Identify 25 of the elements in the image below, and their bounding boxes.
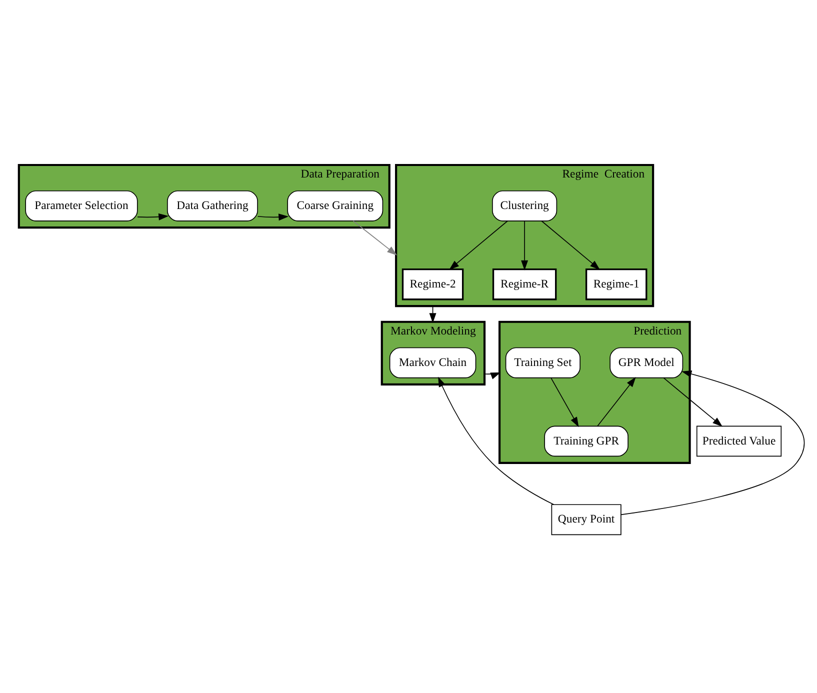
node-box: GPR Model: [610, 347, 684, 378]
arrow: [449, 220, 508, 270]
arrow: [521, 220, 528, 270]
node-box: Clustering: [492, 190, 558, 222]
arrow: [352, 220, 398, 256]
node-box: Regime-1: [585, 268, 648, 300]
arrow: [597, 377, 636, 426]
node-box: Regime-R: [492, 268, 557, 300]
arrow: [484, 372, 501, 380]
node-box: Predicted Value: [696, 426, 782, 457]
arrow: [137, 213, 169, 220]
node-box: Coarse Graining: [287, 190, 384, 222]
node-box: Query Point: [551, 504, 622, 536]
arrow: [257, 214, 289, 221]
arrow: [620, 370, 805, 516]
arrow: [550, 378, 579, 428]
node-box: Markov Chain: [389, 347, 476, 378]
node-box: Regime-2: [402, 268, 464, 300]
node-box: Training GPR: [544, 426, 628, 457]
node-box: Parameter Selection: [25, 190, 138, 222]
node-box: Data Gathering: [167, 190, 258, 222]
arrow: [541, 220, 600, 270]
arrow: [663, 377, 723, 427]
node-box: Training Set: [505, 347, 580, 378]
arrow: [438, 376, 554, 505]
